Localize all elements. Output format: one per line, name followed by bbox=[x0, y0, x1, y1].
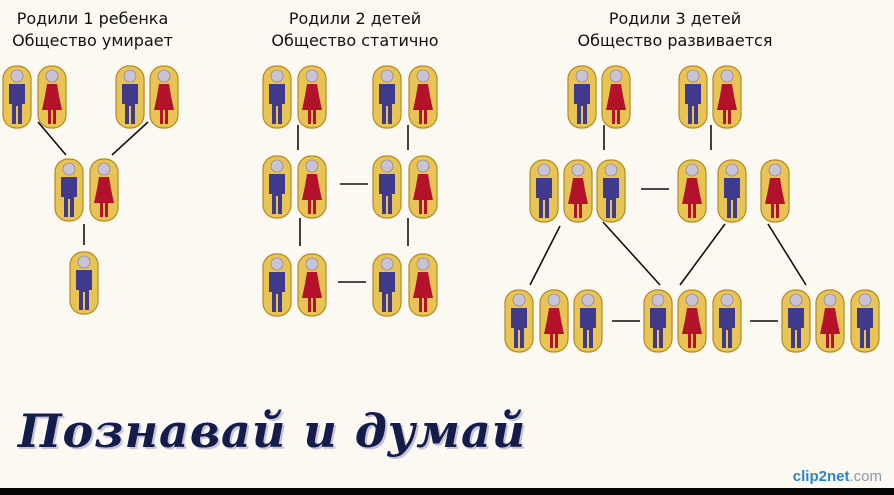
man-icon bbox=[372, 253, 402, 317]
woman-icon bbox=[563, 159, 593, 223]
connector-line bbox=[767, 223, 807, 286]
woman-icon bbox=[149, 65, 179, 129]
woman-icon bbox=[601, 65, 631, 129]
man-icon bbox=[372, 65, 402, 129]
woman-icon bbox=[677, 159, 707, 223]
woman-icon bbox=[408, 253, 438, 317]
man-icon bbox=[504, 289, 534, 353]
heading-one-child: Родили 1 ребенка Общество умирает bbox=[0, 8, 185, 52]
heading-two-children: Родили 2 детей Общество статично bbox=[250, 8, 460, 52]
woman-icon bbox=[297, 65, 327, 129]
heading-one-child-line1: Родили 1 ребенка bbox=[16, 9, 169, 28]
woman-icon bbox=[677, 289, 707, 353]
woman-icon bbox=[297, 253, 327, 317]
heading-one-child-line2: Общество умирает bbox=[12, 31, 173, 50]
connector-line bbox=[602, 221, 661, 286]
man-icon bbox=[781, 289, 811, 353]
heading-three-children: Родили 3 детей Общество развивается bbox=[560, 8, 790, 52]
man-icon bbox=[262, 155, 292, 219]
man-icon bbox=[678, 65, 708, 129]
man-icon bbox=[712, 289, 742, 353]
heading-two-children-line1: Родили 2 детей bbox=[288, 9, 422, 28]
woman-icon bbox=[815, 289, 845, 353]
man-icon bbox=[69, 251, 99, 315]
man-icon bbox=[372, 155, 402, 219]
bottom-bar bbox=[0, 488, 894, 495]
woman-icon bbox=[712, 65, 742, 129]
heading-three-children-line2: Общество развивается bbox=[577, 31, 773, 50]
heading-two-children-line2: Общество статично bbox=[271, 31, 439, 50]
man-icon bbox=[643, 289, 673, 353]
man-icon bbox=[717, 159, 747, 223]
woman-icon bbox=[89, 158, 119, 222]
woman-icon bbox=[37, 65, 67, 129]
woman-icon bbox=[539, 289, 569, 353]
man-icon bbox=[262, 253, 292, 317]
man-icon bbox=[2, 65, 32, 129]
man-icon bbox=[850, 289, 880, 353]
connector-line bbox=[529, 225, 561, 286]
man-icon bbox=[115, 65, 145, 129]
woman-icon bbox=[408, 65, 438, 129]
man-icon bbox=[573, 289, 603, 353]
heading-three-children-line1: Родили 3 детей bbox=[608, 9, 742, 28]
connector-line bbox=[111, 121, 149, 156]
connector-line bbox=[679, 223, 726, 286]
connector-line bbox=[37, 121, 67, 156]
man-icon bbox=[262, 65, 292, 129]
man-icon bbox=[54, 158, 84, 222]
watermark-brand: clip2net bbox=[792, 468, 850, 485]
woman-icon bbox=[760, 159, 790, 223]
man-icon bbox=[529, 159, 559, 223]
slogan: Познавай и думай bbox=[18, 404, 527, 458]
woman-icon bbox=[408, 155, 438, 219]
watermark: clip2net.com bbox=[793, 468, 882, 485]
woman-icon bbox=[297, 155, 327, 219]
watermark-domain: .com bbox=[849, 468, 882, 485]
man-icon bbox=[567, 65, 597, 129]
man-icon bbox=[596, 159, 626, 223]
